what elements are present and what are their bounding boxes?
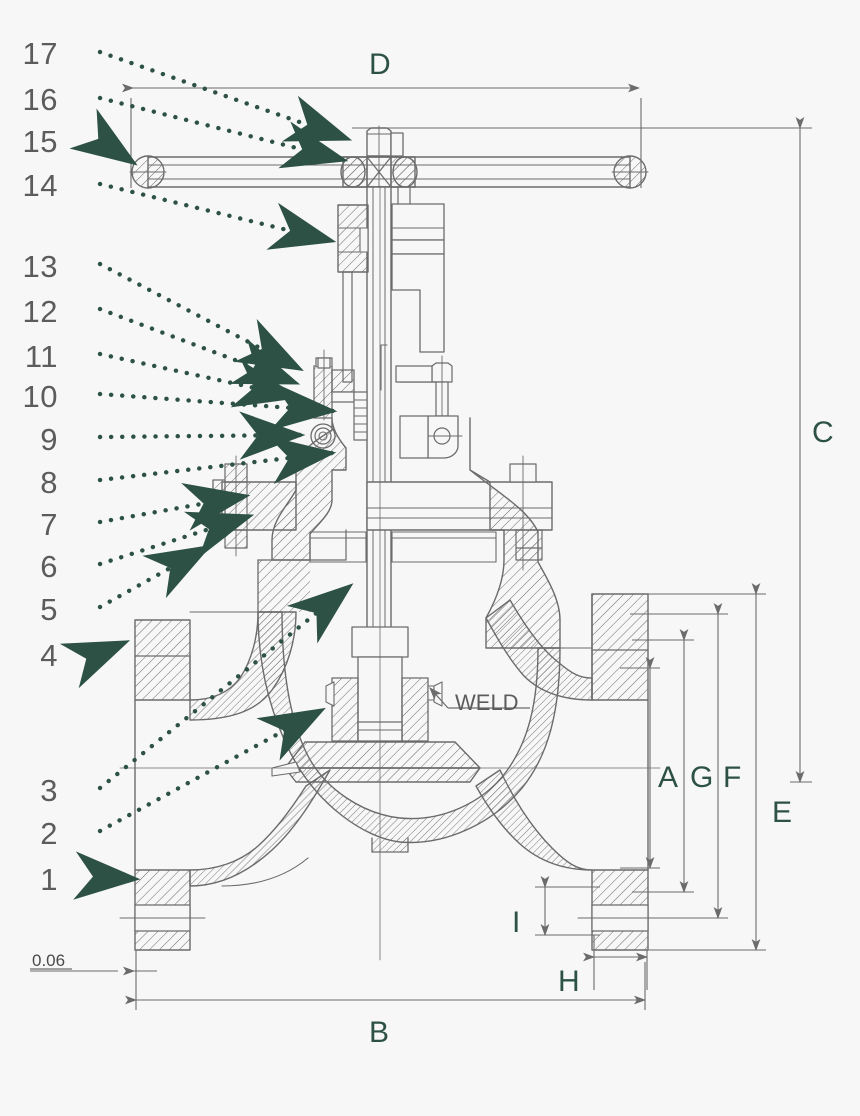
- dimension-label-c: C: [812, 416, 834, 449]
- callout-number-9: 9: [40, 422, 58, 457]
- callout-number-14: 14: [22, 168, 58, 203]
- callout-number-10: 10: [22, 379, 58, 414]
- callout-number-8: 8: [40, 465, 58, 500]
- callout-number-5: 5: [40, 592, 58, 627]
- dimension-label-d: D: [369, 48, 391, 81]
- callout-number-16: 16: [22, 82, 58, 117]
- callout-number-7: 7: [40, 507, 58, 542]
- callout-number-15: 15: [22, 124, 58, 159]
- callout-number-11: 11: [24, 339, 58, 374]
- callout-number-17: 17: [22, 36, 58, 71]
- weld-annotation: WELD: [455, 690, 519, 715]
- callout-number-6: 6: [40, 549, 58, 584]
- callout-number-3: 3: [40, 773, 58, 808]
- dimension-label-h: H: [558, 965, 580, 998]
- callout-number-2: 2: [40, 816, 58, 851]
- dimension-label-e: E: [772, 796, 793, 829]
- callout-number-13: 13: [22, 249, 58, 284]
- dimension-label-f: F: [723, 761, 742, 794]
- tolerance-annotation: 0.06: [32, 951, 66, 970]
- callout-number-4: 4: [40, 638, 58, 673]
- dimension-label-b: B: [369, 1016, 390, 1049]
- dimension-label-a: A: [658, 761, 679, 794]
- callout-number-12: 12: [22, 294, 58, 329]
- callout-number-1: 1: [40, 862, 58, 897]
- dimension-label-i: I: [512, 906, 521, 939]
- dimension-label-g: G: [690, 761, 714, 794]
